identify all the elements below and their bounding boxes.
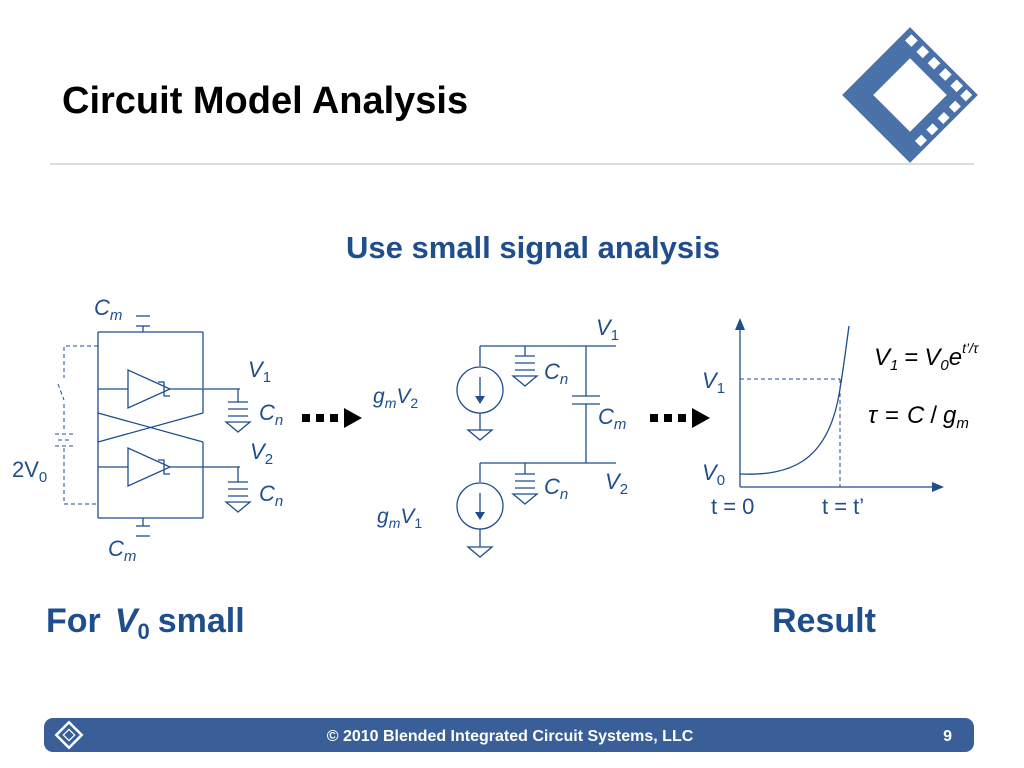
diamond-film-logo-icon xyxy=(842,27,978,163)
ground-icon xyxy=(511,493,539,505)
gm-v2-label: gmV2 xyxy=(373,385,418,411)
cn-top-label-mid: Cn xyxy=(544,359,568,388)
v2-label-mid: V2 xyxy=(605,469,628,498)
exponential-curve xyxy=(739,325,850,475)
cn-top-label-left: Cn xyxy=(259,400,283,429)
cm-bottom-label: Cm xyxy=(108,536,136,565)
equation-tau: τ=C/gm xyxy=(868,402,969,432)
ground-icon xyxy=(224,421,252,433)
exponential-graph: V1 V0 t = 0 t = t’ xyxy=(702,318,944,519)
graph-v1-label: V1 xyxy=(702,368,725,397)
v2-label-left: V2 xyxy=(250,439,273,468)
small-signal-circuit: V1 gmV2 Cn Cm V2 gmV1 xyxy=(373,315,628,558)
source-2v0-label: 2V0 xyxy=(12,457,47,486)
cross-coupled-circuit: Cm Cm V1 Cn xyxy=(12,295,283,565)
ground-icon xyxy=(466,429,494,441)
ground-icon xyxy=(466,546,494,558)
graph-v0-label: V0 xyxy=(702,460,725,489)
v1-label-left: V1 xyxy=(248,357,271,386)
footer-bar xyxy=(44,718,974,752)
y-axis-arrow-icon xyxy=(735,318,745,330)
slide-subtitle: Use small signal analysis xyxy=(346,230,720,265)
equation-v1: V1=V0et’/τ xyxy=(874,340,979,374)
graph-tprime-label: t = t’ xyxy=(822,494,864,519)
x-axis-arrow-icon xyxy=(932,482,944,492)
caption-result: Result xyxy=(772,602,876,640)
dotted-arrow-icon xyxy=(302,408,362,428)
cn-bottom-label-mid: Cn xyxy=(544,474,568,503)
slide-title: Circuit Model Analysis xyxy=(62,80,468,122)
switch-icon xyxy=(57,383,65,401)
cm-label-mid: Cm xyxy=(598,404,626,433)
footer-copyright: © 2010 Blended Integrated Circuit System… xyxy=(327,728,694,745)
gm-v1-label: gmV1 xyxy=(377,505,422,531)
ground-icon xyxy=(511,375,539,387)
cn-bottom-label-left: Cn xyxy=(259,481,283,510)
dotted-arrow-icon xyxy=(650,408,710,428)
v1-label-mid: V1 xyxy=(596,315,619,344)
diamond-logo-icon xyxy=(54,720,84,750)
graph-t0-label: t = 0 xyxy=(711,494,754,519)
cm-top-label: Cm xyxy=(94,295,122,324)
page-number: 9 xyxy=(943,728,952,745)
ground-icon xyxy=(224,501,252,513)
